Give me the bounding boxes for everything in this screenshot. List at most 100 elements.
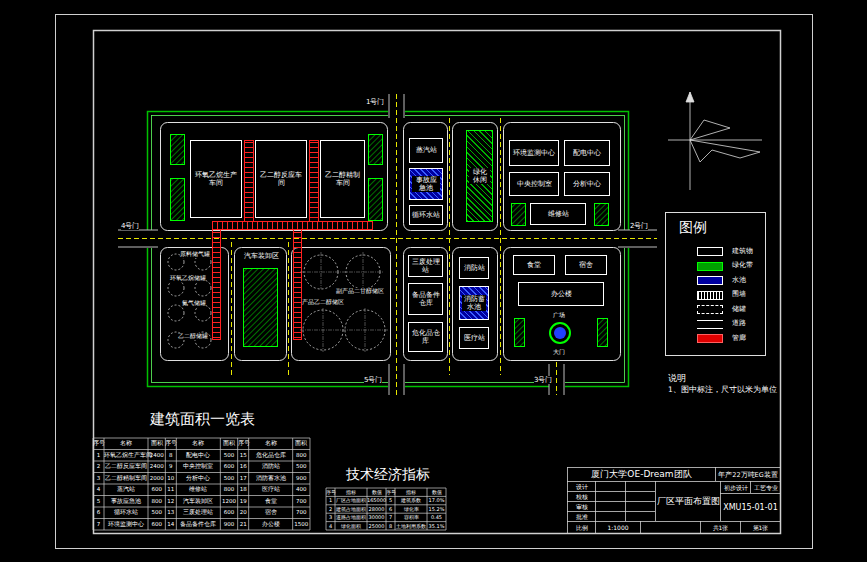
table-cell: 400	[293, 484, 310, 496]
legend-text: 道路	[732, 319, 746, 327]
plan-label: 3号门	[534, 376, 552, 384]
table-cell: 14	[165, 519, 176, 531]
table-rule	[93, 518, 310, 519]
table-cell: 乙二醇精制车间	[104, 473, 148, 485]
table-cell: 分析中心	[176, 473, 220, 485]
table-cell: 消防站	[249, 461, 293, 473]
table-cell: 建筑占地面积	[335, 505, 367, 513]
building-box: 备品备件仓库	[408, 283, 443, 315]
table-rule	[93, 507, 310, 508]
text-wrap: 环氧乙烷生产车间	[191, 171, 241, 187]
plan-label: 设计	[568, 482, 595, 492]
table-cell: 医疗站	[249, 484, 293, 496]
table-cell: 21	[238, 519, 249, 531]
text-wrap: 事故应急池	[410, 176, 442, 192]
building-box: 医疗站	[459, 327, 489, 349]
plan-label: 乙二醇储罐	[178, 333, 208, 340]
table-cell: 3	[326, 513, 335, 521]
table-cell: 165000	[367, 496, 386, 504]
table-cell: 宿舍	[249, 507, 293, 519]
building-box: 配电中心	[564, 140, 610, 166]
table-cell: 600	[220, 507, 237, 519]
table-cell: 35.1%	[427, 522, 446, 530]
node-text: 循环水站	[412, 211, 440, 219]
legend-swatch	[697, 262, 723, 271]
table-cell: 三废处理站	[176, 507, 220, 519]
building-box: 宿舍	[565, 255, 607, 275]
text-wrap: 三废处理站	[409, 258, 442, 274]
table-cell: 2400	[148, 450, 165, 462]
table-cell: 600	[220, 461, 237, 473]
plan-label: 1、图中标注，尺寸以米为单位	[668, 386, 777, 395]
building-box: 危化品仓库	[408, 322, 443, 352]
plan-label: 原料储气罐	[180, 251, 210, 258]
table-cell: 1200	[220, 496, 237, 508]
table-cell: 6	[386, 505, 395, 513]
table-cell: 16	[238, 461, 249, 473]
plan-label: 产品乙二醇储区	[302, 299, 344, 306]
pool-box: 消防蓄水池	[459, 286, 489, 320]
node-text: 乙二醇精制车间	[323, 171, 362, 187]
table-cell: 2	[326, 505, 335, 513]
table-cell: 面积	[148, 438, 165, 450]
table-cell: 建筑系数	[395, 496, 427, 504]
plan-label: 第1张	[741, 522, 780, 533]
table-cell: 9	[165, 461, 176, 473]
table-cell: 事故应急池	[104, 496, 148, 508]
table-cell: 名称	[249, 438, 293, 450]
plan-label: 大门	[553, 349, 565, 356]
table-cell: 办公楼	[249, 519, 293, 531]
legend-text: 绿化带	[732, 261, 753, 269]
node-text: 乙二醇反应车间	[258, 171, 304, 187]
table-cell: 序号	[165, 438, 176, 450]
plan-label: 建筑面积一览表	[150, 411, 255, 428]
table-cell: 1	[93, 450, 104, 462]
table-cell: 11	[165, 484, 176, 496]
table-cell: 面积	[293, 438, 310, 450]
table-cell: 15	[238, 450, 249, 462]
table-rule	[93, 438, 310, 439]
table-cell: 厂区占地面积	[335, 496, 367, 504]
table-rule	[427, 488, 428, 530]
plan-label: 厦门大学OE-Dream团队	[568, 468, 715, 481]
table-rule	[93, 449, 310, 450]
table-cell: 7	[386, 513, 395, 521]
plan-label: 比例	[568, 522, 595, 533]
table-rule	[93, 472, 310, 473]
building-box: 消防站	[459, 257, 489, 279]
table-rule	[237, 438, 238, 530]
node-text: 维修站	[548, 210, 569, 218]
table-cell: 名称	[104, 438, 148, 450]
text-wrap: 消防站	[462, 264, 487, 272]
table-cell: 2400	[148, 461, 165, 473]
table-rule	[93, 438, 94, 530]
table-cell: 500	[220, 473, 237, 485]
plan-label: 汽车装卸区	[244, 253, 279, 260]
legend-text: 管廊	[732, 334, 746, 342]
table-cell: 500	[220, 450, 237, 462]
table-cell: 1500	[293, 519, 310, 531]
table-rule	[176, 438, 177, 530]
table-rule	[367, 488, 368, 530]
text-wrap: 办公楼	[549, 290, 574, 298]
legend-swatch	[697, 334, 723, 343]
plan-label: 1号门	[366, 98, 384, 106]
legend-swatch	[697, 291, 723, 300]
table-cell: 28000	[367, 505, 386, 513]
table-cell: 10	[165, 473, 176, 485]
text-wrap: 绿化休闲	[467, 168, 492, 184]
text-wrap: 食堂	[525, 261, 543, 269]
building-box: 蒸汽站	[409, 138, 443, 163]
plan-label: 批准	[568, 512, 595, 522]
plan-label: XMU15-01-01	[721, 502, 780, 514]
plan-label: 广场	[553, 312, 565, 319]
table-cell: 指标	[335, 488, 367, 496]
table-cell: 600	[148, 484, 165, 496]
plan-label: 年产22万吨EG装置	[716, 469, 780, 481]
building-box: 办公楼	[518, 282, 604, 306]
table-rule	[93, 461, 310, 462]
text-wrap: 消防蓄水池	[460, 295, 488, 311]
table-cell: 17.0%	[427, 496, 446, 504]
legend-text: 水池	[732, 276, 746, 284]
node-text: 三废处理站	[411, 258, 440, 274]
